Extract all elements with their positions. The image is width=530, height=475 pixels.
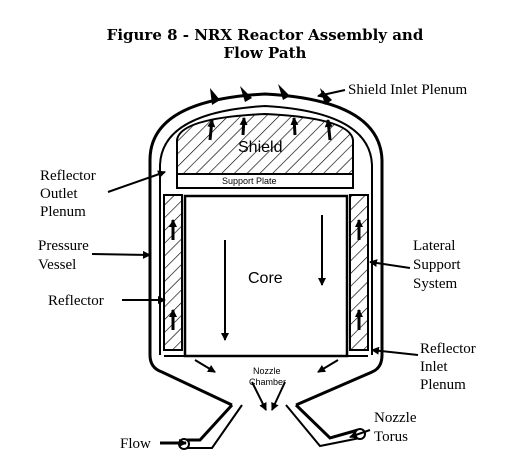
label-pressure-vessel-1: Pressure: [38, 238, 89, 254]
label-reflector-inlet-3: Plenum: [420, 377, 466, 393]
pressure-vessel-outer-left-bottom: [148, 354, 233, 407]
support-plate: [176, 173, 354, 189]
leader-arrows: [91, 89, 419, 447]
label-shield: Shield: [238, 139, 282, 156]
reflector-right: [349, 194, 369, 351]
label-nozzle-torus-1: Nozzle: [374, 410, 417, 426]
label-lateral-support-2: Support: [413, 257, 461, 273]
label-nozzle-torus-2: Torus: [374, 429, 408, 445]
label-nozzle-chamber-2: Chamber: [249, 377, 286, 387]
label-reflector-outlet-1: Reflector: [40, 168, 96, 184]
flow-arrows-reflector: [169, 219, 363, 330]
label-shield-inlet-plenum: Shield Inlet Plenum: [348, 82, 467, 98]
reflector-left: [163, 194, 183, 351]
label-support-plate: Support Plate: [222, 176, 277, 186]
pressure-vessel-inner: [159, 104, 373, 355]
nozzle-pipe-left-inner: [184, 404, 243, 449]
label-pressure-vessel-2: Vessel: [38, 257, 76, 273]
label-lateral-support-1: Lateral: [413, 238, 455, 254]
label-lateral-support-3: System: [413, 276, 458, 292]
pressure-vessel-outer: [148, 92, 384, 407]
nozzle-pipe-left: [184, 403, 234, 442]
figure-title-line2: Flow Path: [223, 44, 307, 62]
shield-dome: [176, 112, 354, 179]
label-reflector-outlet-2: Outlet: [40, 186, 78, 202]
label-reflector: Reflector: [48, 293, 104, 309]
nozzle-pipe-right-inner: [285, 404, 361, 448]
label-core: Core: [248, 270, 283, 287]
label-reflector-inlet-1: Reflector: [420, 341, 476, 357]
flow-arrows-nozzle: [194, 359, 339, 411]
core: [183, 194, 349, 358]
label-flow: Flow: [120, 436, 151, 452]
flow-arrows-core: [221, 215, 326, 341]
nozzle-pipe-right: [294, 403, 359, 440]
label-reflector-inlet-2: Inlet: [420, 359, 448, 375]
label-reflector-outlet-3: Plenum: [40, 204, 86, 220]
label-nozzle-chamber-1: Nozzle: [253, 366, 281, 376]
figure-title-line1: Figure 8 - NRX Reactor Assembly and: [106, 26, 424, 44]
